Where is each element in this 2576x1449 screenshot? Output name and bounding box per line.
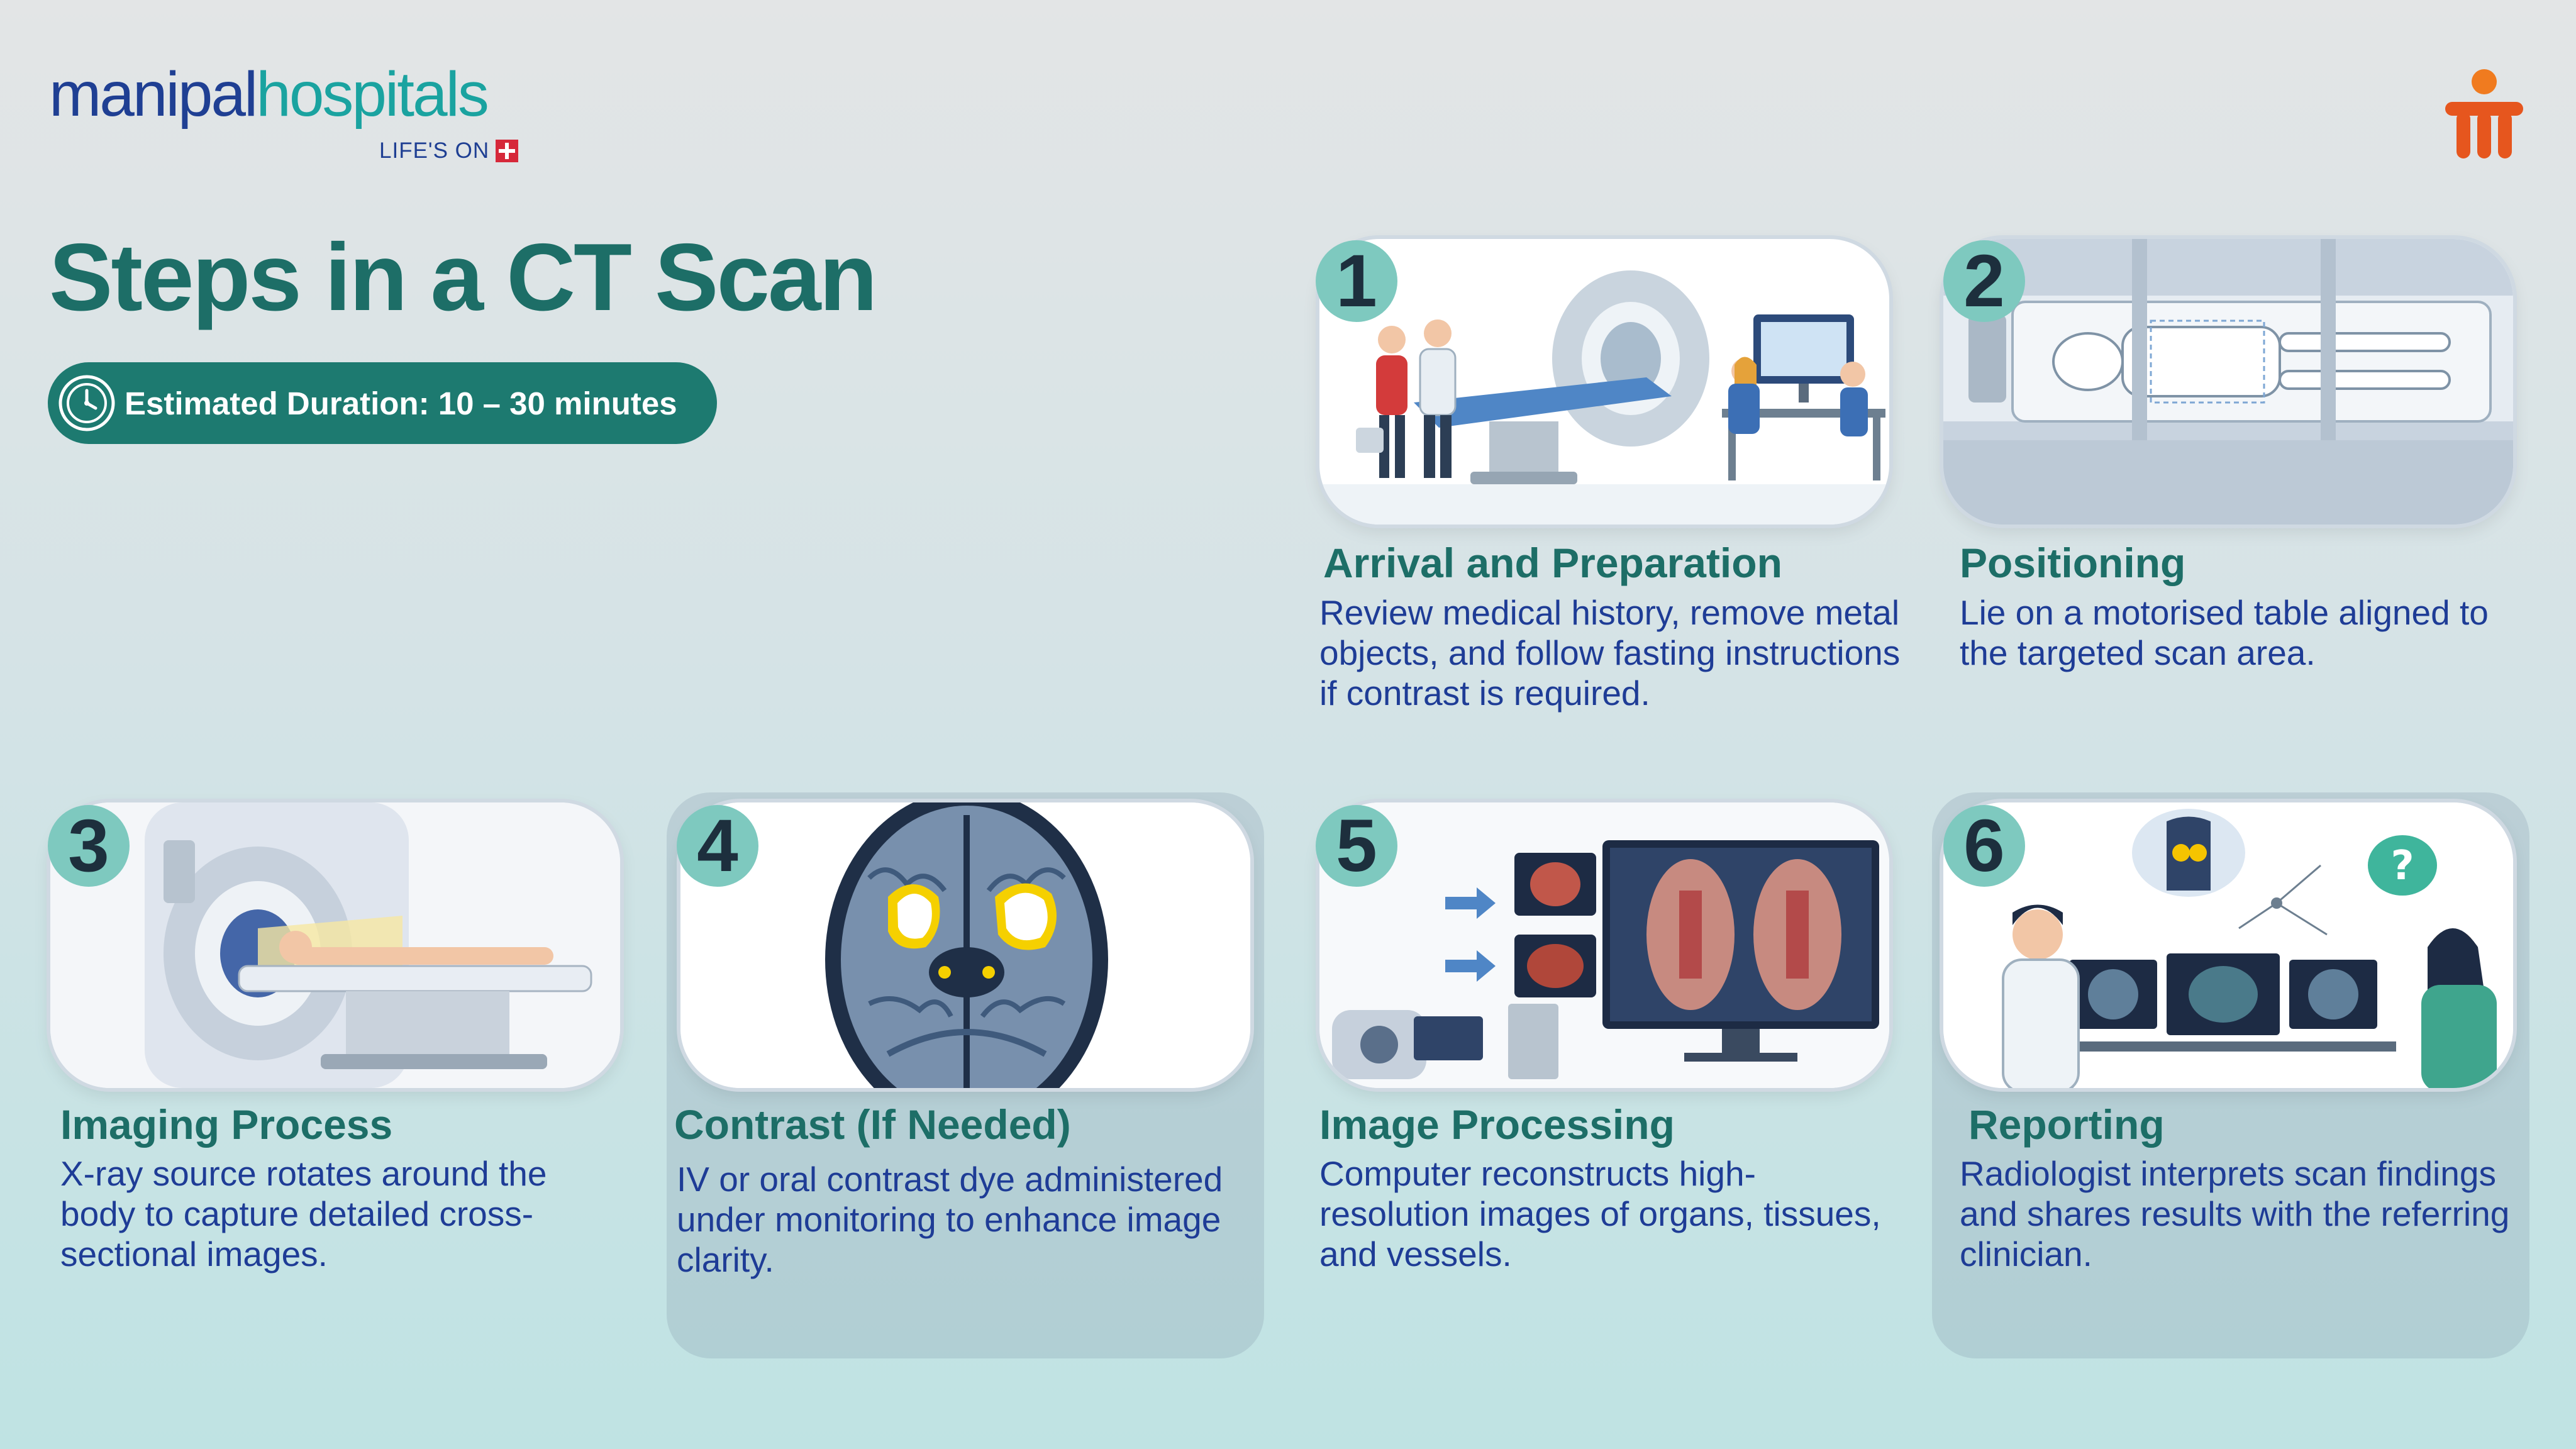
step-6-description: Radiologist interprets scan findings and… xyxy=(1960,1154,2510,1274)
step-5-title: Image Processing xyxy=(1319,1101,1675,1148)
step-2-number: 2 xyxy=(1943,240,2025,322)
step-3-number: 3 xyxy=(48,805,130,887)
step-1-title: Arrival and Preparation xyxy=(1323,540,1782,586)
duration-badge: Estimated Duration: 10 – 30 minutes xyxy=(48,362,717,444)
step-3-description: X-ray source rotates around the body to … xyxy=(60,1154,547,1274)
radiologist-report-illustration: ? xyxy=(1943,802,2513,1088)
brain-scan-illustration xyxy=(680,802,1250,1088)
clock-icon xyxy=(57,373,117,433)
image-processing-illustration xyxy=(1319,802,1889,1088)
patient-arrival-illustration xyxy=(1319,270,1889,525)
step-4-description: IV or oral contrast dye administered und… xyxy=(677,1160,1223,1279)
step-5-description: Computer reconstructs high-resolution im… xyxy=(1319,1154,1881,1274)
patient-positioning-illustration xyxy=(1943,239,2513,525)
duration-label: Estimated Duration: 10 – 30 minutes xyxy=(125,385,677,421)
step-2-title: Positioning xyxy=(1960,540,2186,586)
step-2-card xyxy=(1943,239,2513,525)
step-1-number: 1 xyxy=(1316,240,1397,322)
ct-scanner-illustration xyxy=(50,802,620,1088)
brand-name-part2: hospitals xyxy=(256,59,489,130)
brand-name-part1: manipal xyxy=(49,59,258,130)
step-4-card xyxy=(680,802,1250,1088)
step-2-description: Lie on a motorised table aligned to the … xyxy=(1960,593,2489,672)
step-5-number: 5 xyxy=(1316,805,1397,887)
brand-tagline-row: LIFE'S ON xyxy=(379,138,519,164)
step-1-card xyxy=(1319,239,1889,525)
page-title: Steps in a CT Scan xyxy=(49,224,877,331)
brand-tagline: LIFE'S ON xyxy=(379,138,490,163)
step-6-card: ? xyxy=(1943,802,2513,1088)
step-4-title: Contrast (If Needed) xyxy=(674,1101,1071,1148)
step-1-description: Review medical history, remove metal obj… xyxy=(1319,593,1901,713)
step-3-card xyxy=(50,802,620,1088)
step-6-number: 6 xyxy=(1943,805,2025,887)
manipal-mark-icon xyxy=(2440,68,2528,162)
step-5-card xyxy=(1319,802,1889,1088)
brand-logo: manipalhospitals LIFE'S ON xyxy=(49,63,519,163)
step-3-title: Imaging Process xyxy=(60,1101,393,1148)
cross-icon xyxy=(496,140,519,162)
svg-text:?: ? xyxy=(2390,843,2414,889)
step-4-number: 4 xyxy=(677,805,758,887)
step-6-title: Reporting xyxy=(1968,1101,2165,1148)
